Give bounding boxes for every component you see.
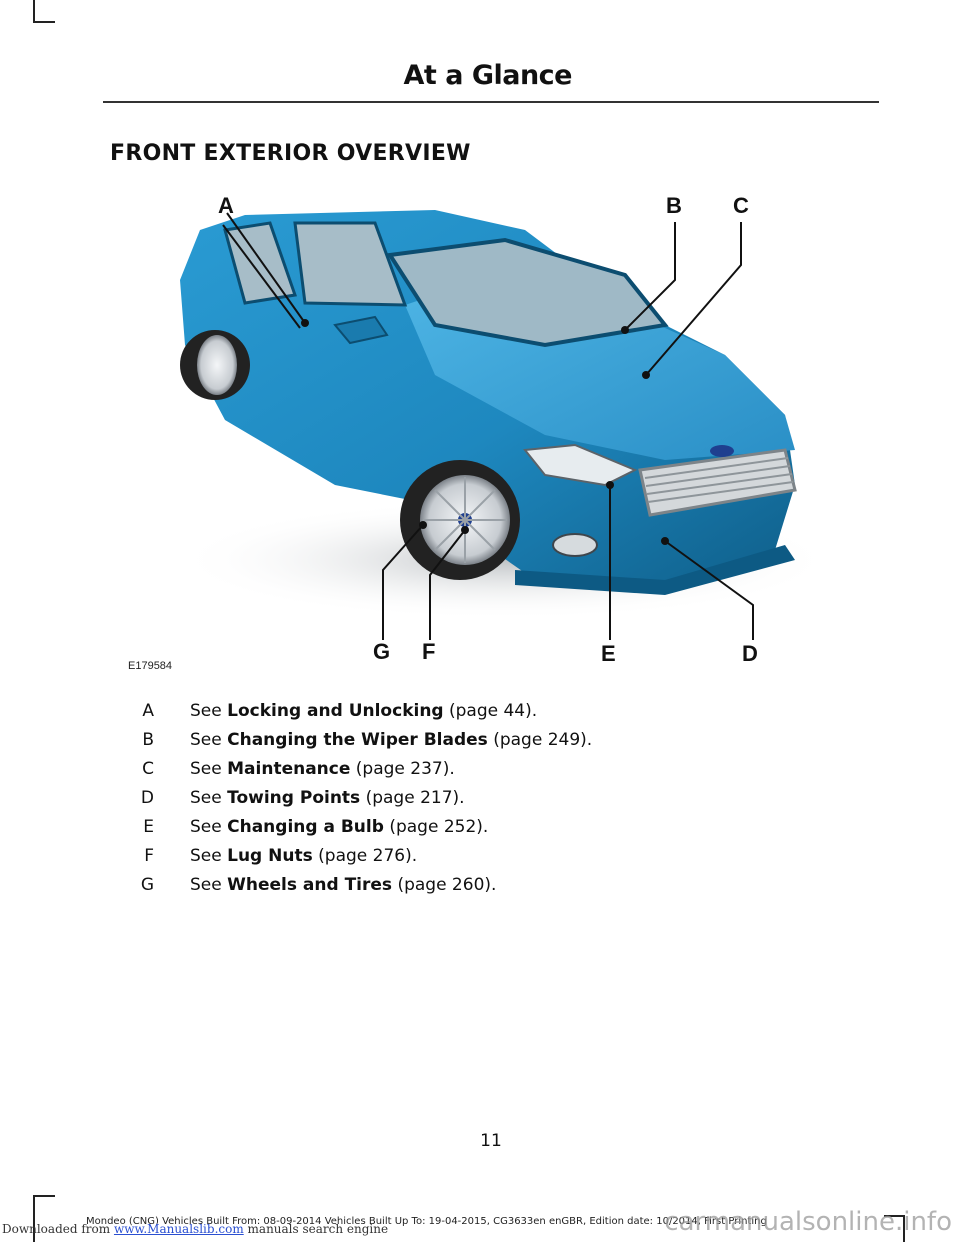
ref-link-title[interactable]: Changing a Bulb — [227, 816, 384, 837]
ref-letter: G — [140, 874, 154, 895]
ref-letter: B — [142, 729, 154, 750]
ref-page: (page 252). — [389, 816, 489, 837]
ref-link-title[interactable]: Changing the Wiper Blades — [227, 729, 488, 750]
ref-link-title[interactable]: Wheels and Tires — [227, 874, 393, 895]
page-header-title: At a Glance — [403, 60, 573, 91]
ref-letter: F — [144, 845, 154, 866]
crop-mark-bottom-right-h — [884, 1215, 904, 1217]
callout-dot-d — [661, 537, 669, 545]
download-prefix: Downloaded from — [2, 1222, 111, 1236]
leader-line-d — [664, 540, 754, 640]
header-divider — [103, 101, 879, 103]
ref-prefix: See — [190, 700, 222, 721]
leader-line-g — [382, 524, 424, 640]
ref-page: (page 260). — [397, 874, 497, 895]
ref-page: (page 249). — [493, 729, 593, 750]
ref-letter: A — [142, 700, 154, 721]
list-item: B See Changing the Wiper Blades (page 24… — [120, 725, 720, 754]
callout-label-e: E — [601, 641, 616, 666]
ref-letter: D — [140, 787, 154, 808]
crop-mark-bottom-right-v — [903, 1215, 905, 1242]
ford-badge — [710, 445, 734, 457]
rear-wheel-rim — [197, 335, 237, 395]
list-item: G See Wheels and Tires (page 260). — [120, 870, 720, 899]
ref-link-title[interactable]: Maintenance — [227, 758, 351, 779]
page-number: 11 — [480, 1131, 502, 1151]
ref-page: (page 237). — [355, 758, 455, 779]
callout-dot-c — [642, 371, 650, 379]
list-item: E See Changing a Bulb (page 252). — [120, 812, 720, 841]
ref-letter: C — [142, 758, 154, 779]
ref-prefix: See — [190, 729, 222, 750]
figure-id: E179584 — [128, 660, 172, 672]
front-side-window — [293, 221, 408, 307]
reference-list: A See Locking and Unlocking (page 44). B… — [120, 696, 720, 899]
crop-mark-bottom-left-h — [33, 1195, 55, 1197]
callout-label-b: B — [666, 193, 682, 218]
leader-line-a2 — [222, 224, 301, 329]
download-suffix: manuals search engine — [247, 1222, 389, 1236]
leader-line-a — [226, 212, 306, 324]
ref-page: (page 217). — [365, 787, 465, 808]
footer-download-note: Downloaded from www.Manualslib.com manua… — [2, 1222, 388, 1236]
list-item: A See Locking and Unlocking (page 44). — [120, 696, 720, 725]
callout-label-a: A — [218, 193, 234, 218]
ref-link-title[interactable]: Lug Nuts — [227, 845, 313, 866]
watermark: carmanualsonline.info — [664, 1207, 952, 1237]
callout-dot-a — [301, 319, 309, 327]
side-mirror — [333, 315, 389, 345]
callout-dot-f — [461, 526, 469, 534]
crop-mark-top-left-v — [33, 0, 35, 22]
ref-prefix: See — [190, 816, 222, 837]
callout-label-d: D — [742, 641, 758, 666]
crop-mark-top-left-h — [33, 21, 55, 23]
list-item: F See Lug Nuts (page 276). — [120, 841, 720, 870]
car-front-exterior-illustration: A B C D E F G E179584 — [128, 193, 825, 672]
leader-line-f — [429, 529, 466, 640]
ref-prefix: See — [190, 787, 222, 808]
headlamp — [523, 443, 638, 487]
callout-label-f: F — [422, 639, 435, 664]
section-title: FRONT EXTERIOR OVERVIEW — [110, 141, 471, 166]
footer-edition-info: Mondeo (CNG) Vehicles Built From: 08-09-… — [86, 1216, 767, 1227]
ref-letter: E — [143, 816, 154, 837]
callout-dot-e — [606, 481, 614, 489]
ref-link-title[interactable]: Locking and Unlocking — [227, 700, 444, 721]
manualslib-link[interactable]: www.Manualslib.com — [113, 1222, 244, 1236]
crop-mark-bottom-left-v — [33, 1195, 35, 1242]
list-item: D See Towing Points (page 217). — [120, 783, 720, 812]
ref-prefix: See — [190, 874, 222, 895]
list-item: C See Maintenance (page 237). — [120, 754, 720, 783]
windshield — [386, 237, 669, 348]
callout-label-c: C — [733, 193, 749, 218]
ref-page: (page 44). — [449, 700, 538, 721]
ref-prefix: See — [190, 845, 222, 866]
front-bumper-lower — [515, 545, 795, 595]
leader-line-c — [645, 222, 742, 376]
ref-page: (page 276). — [318, 845, 418, 866]
fog-lamp — [552, 533, 598, 557]
ref-link-title[interactable]: Towing Points — [227, 787, 361, 808]
leader-line-b — [624, 222, 676, 331]
callout-dot-b — [621, 326, 629, 334]
ref-prefix: See — [190, 758, 222, 779]
callout-dot-g — [419, 521, 427, 529]
callout-label-g: G — [373, 639, 390, 664]
